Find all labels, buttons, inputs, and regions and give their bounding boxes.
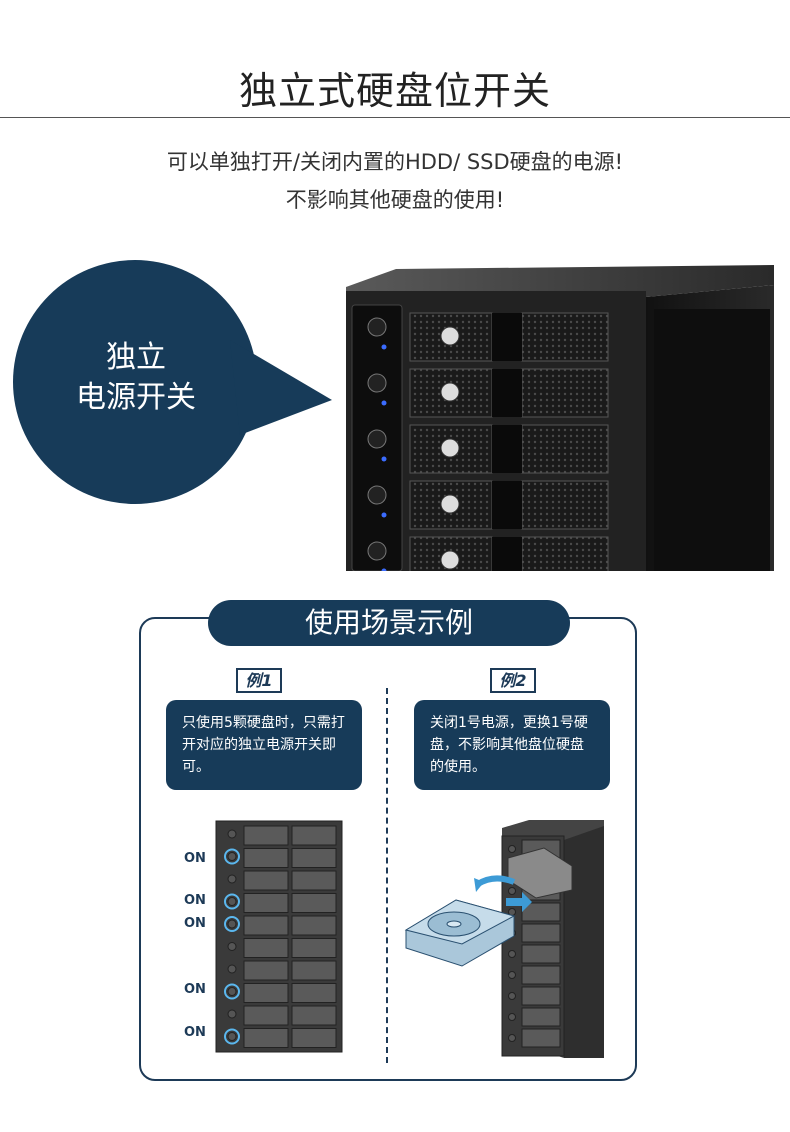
example-1-label: 例1 (236, 668, 282, 693)
on-label-1: ON (184, 851, 206, 866)
speech-bubble (13, 260, 332, 504)
subtitle-line-2: 不影响其他硬盘的使用! (285, 188, 505, 212)
on-label-3: ON (184, 916, 206, 931)
example-2-illustration (404, 820, 604, 1058)
example-2-label: 例2 (490, 668, 536, 693)
on-label-4: ON (184, 982, 206, 997)
subtitle-line-1: 可以单独打开/关闭内置的HDD/ SSD硬盘的电源! (166, 150, 624, 174)
bubble-line-2: 电源开关 (76, 380, 196, 415)
example-1-note: 只使用5颗硬盘时，只需打开对应的独立电源开关即可。 (166, 700, 362, 790)
example-2-note: 关闭1号电源，更换1号硬盘，不影响其他盘位硬盘的使用。 (414, 700, 610, 790)
scenario-heading: 使用场景示例 (208, 600, 570, 646)
page-title: 独立式硬盘位开关 (238, 69, 551, 113)
enclosure-photo (346, 265, 774, 571)
title-divider (0, 117, 790, 118)
on-label-2: ON (184, 893, 206, 908)
bubble-line-1: 独立 (106, 340, 166, 375)
on-label-5: ON (184, 1025, 206, 1040)
example-divider (386, 688, 388, 1063)
example-1-enclosure (215, 820, 343, 1053)
bubble-text: 独立 电源开关 (36, 338, 236, 418)
